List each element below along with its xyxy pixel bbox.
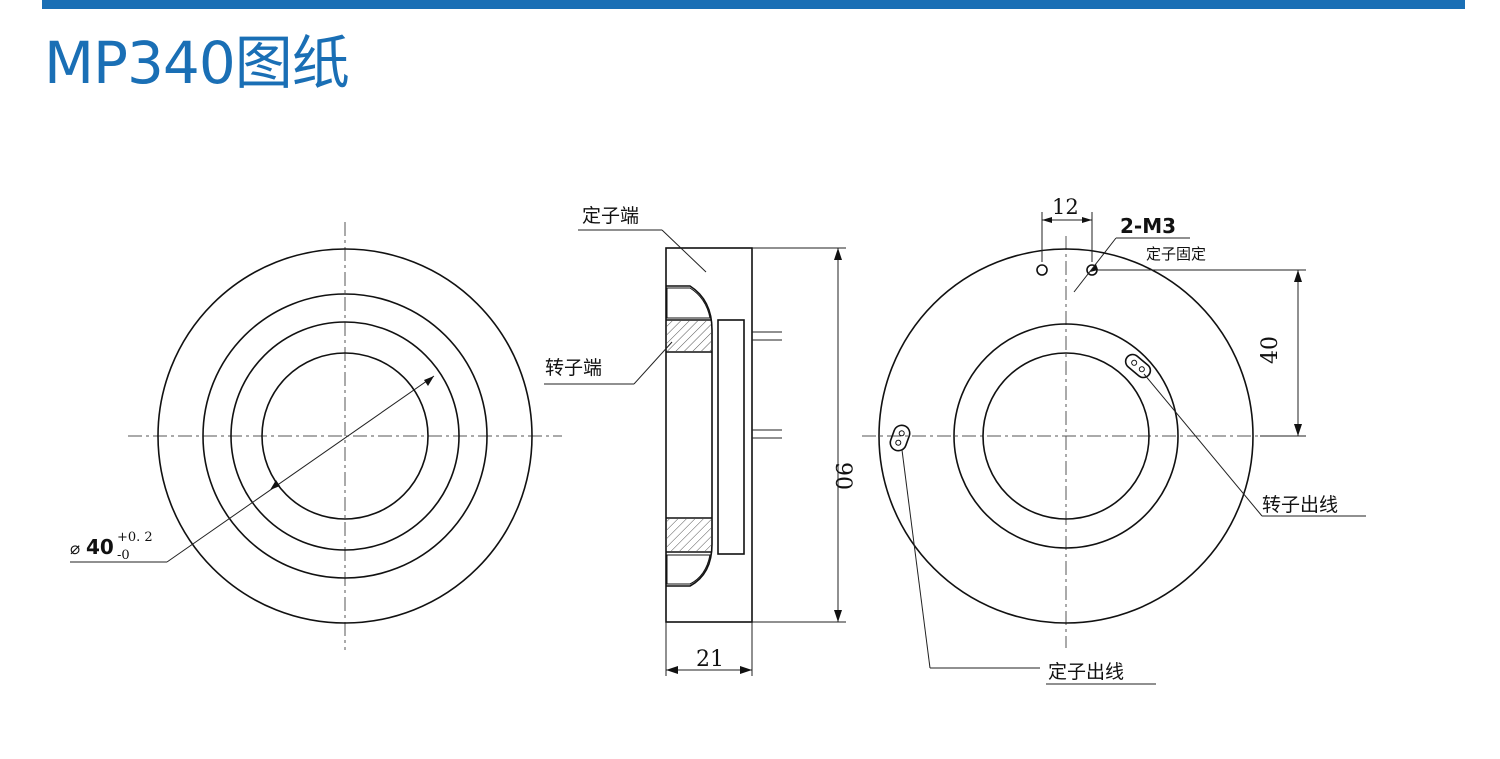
rotor-outlet-leader bbox=[1143, 373, 1263, 517]
width-arrow-right bbox=[740, 666, 752, 674]
offset-dim-value: 40 bbox=[1258, 336, 1283, 364]
rear-outer-circle bbox=[878, 248, 1254, 624]
rear-bore-circle bbox=[982, 352, 1150, 520]
front-ring-circle bbox=[202, 293, 488, 579]
height-dim-value: 90 bbox=[830, 462, 855, 490]
front-mid-circle bbox=[230, 321, 460, 551]
rotor-end-label: 转子端 bbox=[545, 357, 602, 379]
front-outer-circle bbox=[157, 248, 533, 624]
spacing-arrow-left bbox=[1042, 217, 1052, 223]
side-rotor-cavity bbox=[666, 285, 713, 587]
screw-leader bbox=[1073, 237, 1117, 293]
diameter-symbol: ⌀ bbox=[70, 539, 80, 559]
stator-end-leader bbox=[661, 229, 707, 273]
tolerance-upper: +0. 2 bbox=[117, 530, 153, 545]
height-arrow-bottom bbox=[834, 610, 842, 622]
stator-outlet-leader bbox=[901, 449, 931, 669]
rear-view: 12 2-M3 定子固定 40 转子出线 定子出线 bbox=[862, 195, 1366, 685]
spacing-arrow-right bbox=[1082, 217, 1092, 223]
stator-end-label: 定子端 bbox=[582, 205, 639, 227]
height-arrow-top bbox=[834, 248, 842, 260]
front-bore-circle bbox=[261, 352, 429, 520]
rotor-end-leader bbox=[633, 341, 673, 385]
offset-arrow-top bbox=[1294, 270, 1302, 282]
side-ring-board bbox=[717, 319, 745, 555]
diameter-arrow-upper bbox=[424, 376, 434, 386]
side-body-outline bbox=[665, 247, 753, 623]
side-hatch-top bbox=[667, 321, 711, 351]
stator-outlet-slot bbox=[889, 424, 911, 452]
rear-inner-circle bbox=[953, 323, 1179, 549]
stator-outlet-label: 定子出线 bbox=[1048, 661, 1124, 683]
diameter-arrow-lower bbox=[270, 480, 280, 490]
tolerance-lower: -0 bbox=[117, 548, 130, 563]
side-view: 90 21 定子端 转子端 bbox=[544, 205, 855, 676]
header-accent-bar bbox=[42, 0, 1465, 9]
side-hatch-bottom bbox=[667, 519, 711, 551]
side-inner-arc-top bbox=[666, 287, 711, 319]
side-inner-arc-bottom bbox=[666, 554, 711, 585]
diameter-value: 40 bbox=[86, 535, 114, 559]
rotor-outlet-label: 转子出线 bbox=[1262, 494, 1338, 516]
offset-arrow-bottom bbox=[1294, 424, 1302, 436]
m3-hole-left bbox=[1036, 264, 1048, 276]
screw-label: 2-M3 bbox=[1120, 214, 1176, 238]
front-view: ⌀ 40 +0. 2 -0 bbox=[70, 222, 562, 650]
rotor-outlet-slot bbox=[1124, 353, 1152, 379]
screw-note: 定子固定 bbox=[1146, 245, 1206, 263]
page-title: MP340图纸 bbox=[44, 29, 350, 97]
spacing-dim-value: 12 bbox=[1052, 195, 1079, 219]
width-dim-value: 21 bbox=[696, 647, 724, 672]
width-arrow-left bbox=[666, 666, 678, 674]
diameter-leader-line bbox=[166, 375, 435, 563]
screw-leader-arrow bbox=[1090, 264, 1098, 272]
